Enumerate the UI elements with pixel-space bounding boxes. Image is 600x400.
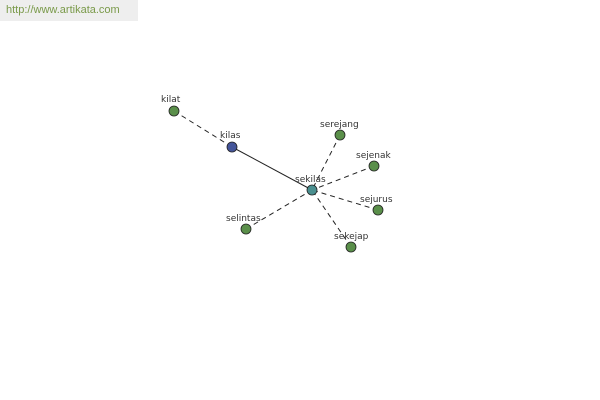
graph-edges [173,110,379,248]
node-label-kilas[interactable]: kilas [220,131,241,141]
node-label-kilat[interactable]: kilat [161,95,181,105]
edge-sekejap-sekilas [311,189,352,248]
node-label-serejang[interactable]: serejang [320,120,359,130]
graph-nodes: kilat kilas serejang sejenak sekilas sejurus s… [161,95,393,253]
site-url-link[interactable]: http://www.artikata.com [6,4,120,16]
node-label-sejurus[interactable]: sejurus [360,195,393,205]
node-kilas[interactable] [226,141,238,153]
node-sekejap[interactable] [345,241,357,253]
node-sekilas[interactable] [306,184,318,196]
node-kilat[interactable] [168,105,180,117]
edge-kilat-kilas [173,110,233,148]
node-serejang[interactable] [334,129,346,141]
node-label-sejenak[interactable]: sejenak [356,151,391,161]
edge-selintas-sekilas [245,189,313,230]
url-banner: http://www.artikata.com [0,0,138,21]
edge-sejenak-sekilas [311,165,375,191]
edge-kilas-sekilas [231,146,313,191]
node-sejurus[interactable] [372,204,384,216]
node-label-sekejap[interactable]: sekejap [334,232,369,242]
node-selintas[interactable] [240,223,252,235]
node-label-selintas[interactable]: selintas [226,214,261,224]
edge-serejang-sekilas [311,134,341,191]
edge-sejurus-sekilas [311,189,379,211]
node-sejenak[interactable] [368,160,380,172]
node-label-sekilas[interactable]: sekilas [295,175,326,185]
